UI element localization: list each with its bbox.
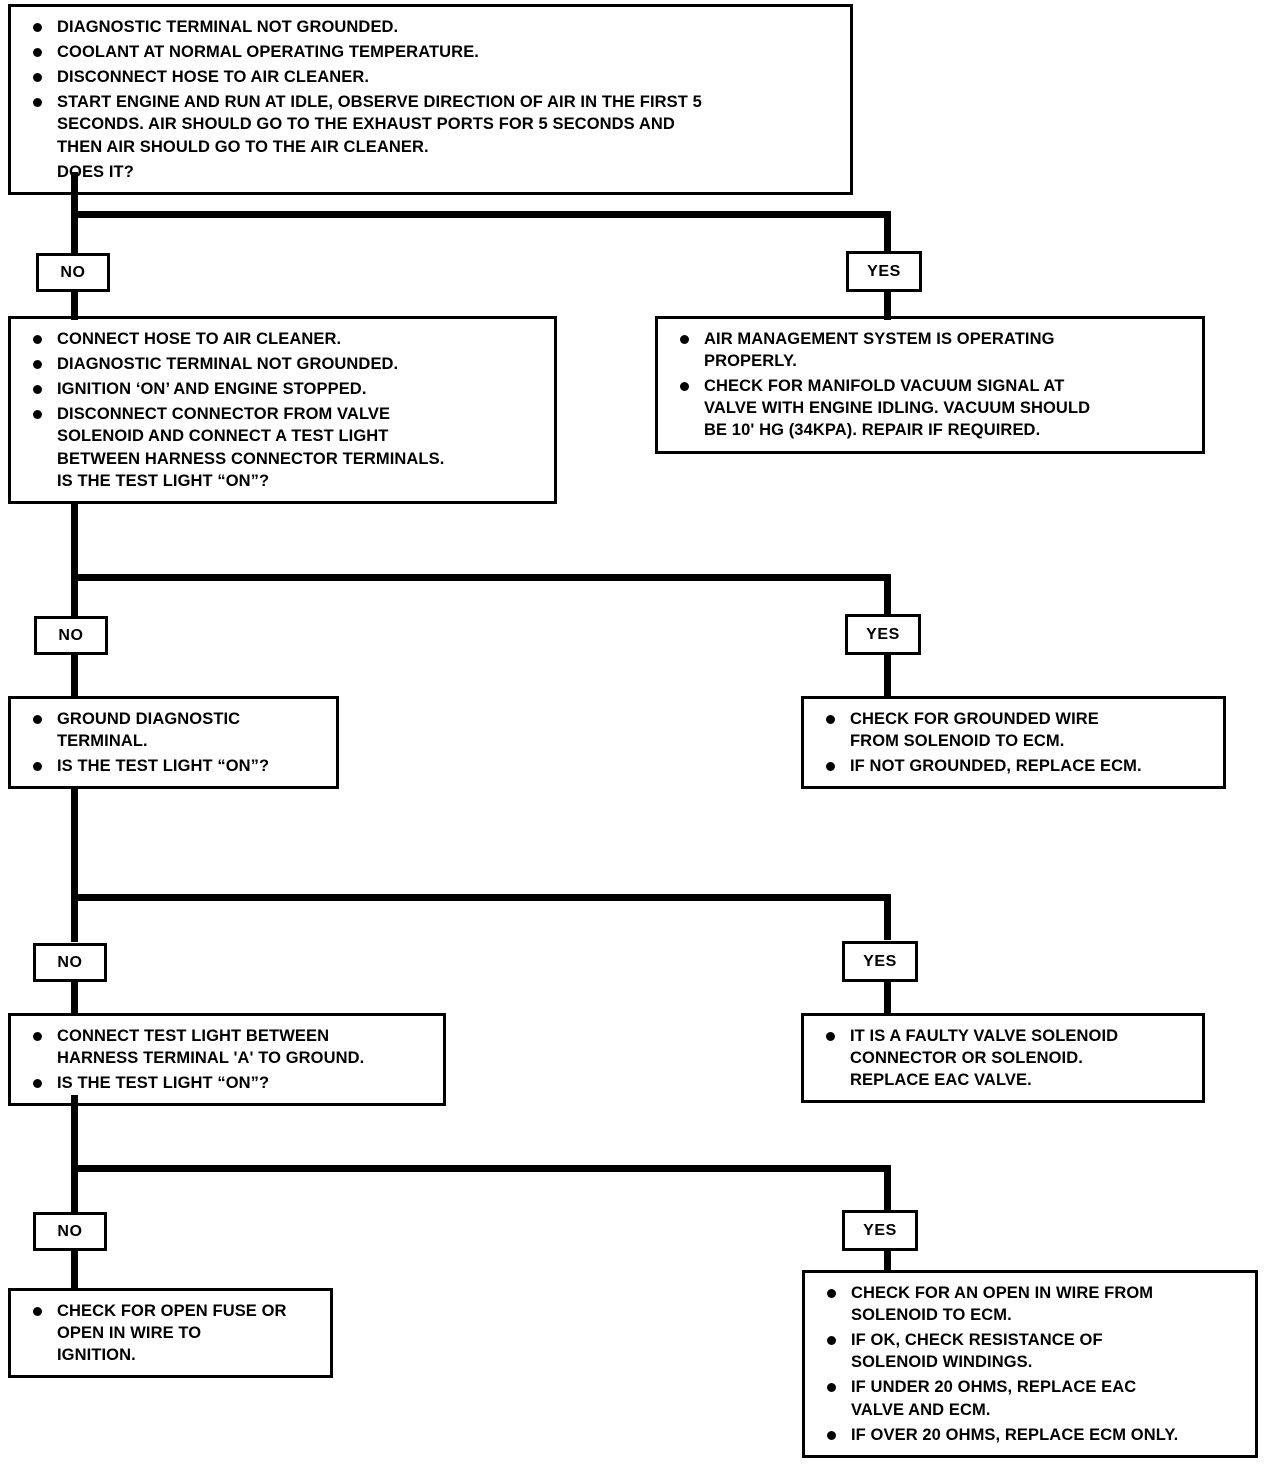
connector-yes4-to-box — [884, 1247, 891, 1273]
node-no4-list: CHECK FOR OPEN FUSE OR OPEN IN WIRE TO I… — [23, 1300, 320, 1366]
list-item: GROUND DIAGNOSTIC TERMINAL. — [23, 708, 326, 752]
node-no3-box: CONNECT TEST LIGHT BETWEEN HARNESS TERMI… — [8, 1013, 446, 1107]
list-item: CHECK FOR GROUNDED WIRE FROM SOLENOID TO… — [816, 708, 1213, 752]
node-yes3-list: IT IS A FAULTY VALVE SOLENOID CONNECTOR … — [816, 1025, 1192, 1091]
connector-branch1-yes-down — [884, 211, 891, 257]
label-yes-4: YES — [842, 1210, 918, 1251]
list-item: CHECK FOR MANIFOLD VACUUM SIGNAL AT VALV… — [670, 375, 1192, 441]
node-start-list: DIAGNOSTIC TERMINAL NOT GROUNDED. COOLAN… — [23, 16, 840, 183]
label-no-4: NO — [33, 1212, 107, 1251]
node-no2-box: GROUND DIAGNOSTIC TERMINAL. IS THE TEST … — [8, 696, 339, 790]
list-item: IT IS A FAULTY VALVE SOLENOID CONNECTOR … — [816, 1025, 1192, 1091]
list-item: CONNECT HOSE TO AIR CLEANER. — [23, 328, 544, 350]
node-yes4-list: CHECK FOR AN OPEN IN WIRE FROM SOLENOID … — [817, 1282, 1245, 1446]
list-item: DOES IT? — [57, 162, 134, 181]
node-yes1-box: AIR MANAGEMENT SYSTEM IS OPERATING PROPE… — [655, 316, 1205, 454]
node-no4-box: CHECK FOR OPEN FUSE OR OPEN IN WIRE TO I… — [8, 1288, 333, 1379]
node-yes3-box: IT IS A FAULTY VALVE SOLENOID CONNECTOR … — [801, 1013, 1205, 1104]
list-item: IS THE TEST LIGHT “ON”? — [23, 755, 326, 777]
node-no1-box: CONNECT HOSE TO AIR CLEANER. DIAGNOSTIC … — [8, 316, 557, 504]
connector-branch2-no-down — [71, 574, 78, 621]
label-no-3: NO — [33, 943, 107, 982]
node-start-box: DIAGNOSTIC TERMINAL NOT GROUNDED. COOLAN… — [8, 4, 853, 195]
connector-no1-to-box — [71, 288, 78, 320]
list-item: IGNITION ‘ON’ AND ENGINE STOPPED. — [23, 378, 544, 400]
list-item: IF UNDER 20 OHMS, REPLACE EAC VALVE AND … — [817, 1376, 1245, 1420]
node-yes4-box: CHECK FOR AN OPEN IN WIRE FROM SOLENOID … — [802, 1270, 1258, 1458]
list-item: DISCONNECT CONNECTOR FROM VALVE SOLENOID… — [23, 403, 544, 491]
list-item: DISCONNECT HOSE TO AIR CLEANER. — [23, 66, 840, 88]
list-item: COOLANT AT NORMAL OPERATING TEMPERATURE. — [23, 41, 840, 63]
list-item: IF OVER 20 OHMS, REPLACE ECM ONLY. — [817, 1424, 1245, 1446]
connector-yes3-to-box — [884, 978, 891, 1016]
label-yes-2: YES — [845, 614, 921, 655]
connector-no2-down — [71, 786, 78, 901]
label-yes-1: YES — [846, 251, 922, 292]
list-item: CONNECT TEST LIGHT BETWEEN HARNESS TERMI… — [23, 1025, 433, 1069]
node-no3-list: CONNECT TEST LIGHT BETWEEN HARNESS TERMI… — [23, 1025, 433, 1094]
list-item: CHECK FOR OPEN FUSE OR OPEN IN WIRE TO I… — [23, 1300, 320, 1366]
connector-branch3-horizontal — [71, 894, 891, 901]
connector-branch4-horizontal — [71, 1165, 891, 1172]
connector-branch4-no-down — [71, 1165, 78, 1213]
connector-branch3-yes-down — [884, 894, 891, 940]
list-item: AIR MANAGEMENT SYSTEM IS OPERATING PROPE… — [670, 328, 1192, 372]
list-item: CHECK FOR AN OPEN IN WIRE FROM SOLENOID … — [817, 1282, 1245, 1326]
list-item: IS THE TEST LIGHT “ON”? — [23, 1072, 433, 1094]
list-item: DIAGNOSTIC TERMINAL NOT GROUNDED. — [23, 353, 544, 375]
connector-branch2-yes-down — [884, 574, 891, 619]
connector-no1-down — [71, 503, 78, 577]
label-no-1: NO — [36, 253, 110, 292]
connector-yes1-to-box — [884, 288, 891, 320]
node-yes1-list: AIR MANAGEMENT SYSTEM IS OPERATING PROPE… — [670, 328, 1192, 442]
connector-branch1-no-down — [71, 211, 78, 259]
connector-start-down — [71, 172, 78, 218]
connector-no3-down — [71, 1095, 78, 1173]
list-item: IF OK, CHECK RESISTANCE OF SOLENOID WIND… — [817, 1329, 1245, 1373]
connector-no4-to-box — [71, 1247, 78, 1289]
node-yes2-box: CHECK FOR GROUNDED WIRE FROM SOLENOID TO… — [801, 696, 1226, 790]
connector-branch3-no-down — [71, 894, 78, 942]
node-yes2-list: CHECK FOR GROUNDED WIRE FROM SOLENOID TO… — [816, 708, 1213, 777]
connector-no2-to-box — [71, 651, 78, 699]
node-no2-list: GROUND DIAGNOSTIC TERMINAL. IS THE TEST … — [23, 708, 326, 777]
connector-branch1-horizontal — [71, 211, 891, 218]
connector-no3-to-box — [71, 978, 78, 1016]
list-item: IF NOT GROUNDED, REPLACE ECM. — [816, 755, 1213, 777]
connector-branch4-yes-down — [884, 1165, 891, 1211]
label-no-2: NO — [34, 616, 108, 655]
list-item: START ENGINE AND RUN AT IDLE, OBSERVE DI… — [23, 91, 840, 157]
connector-yes2-to-box — [884, 651, 891, 699]
label-yes-3: YES — [842, 941, 918, 982]
node-no1-list: CONNECT HOSE TO AIR CLEANER. DIAGNOSTIC … — [23, 328, 544, 492]
connector-branch2-horizontal — [71, 574, 891, 581]
list-item: DIAGNOSTIC TERMINAL NOT GROUNDED. — [23, 16, 840, 38]
